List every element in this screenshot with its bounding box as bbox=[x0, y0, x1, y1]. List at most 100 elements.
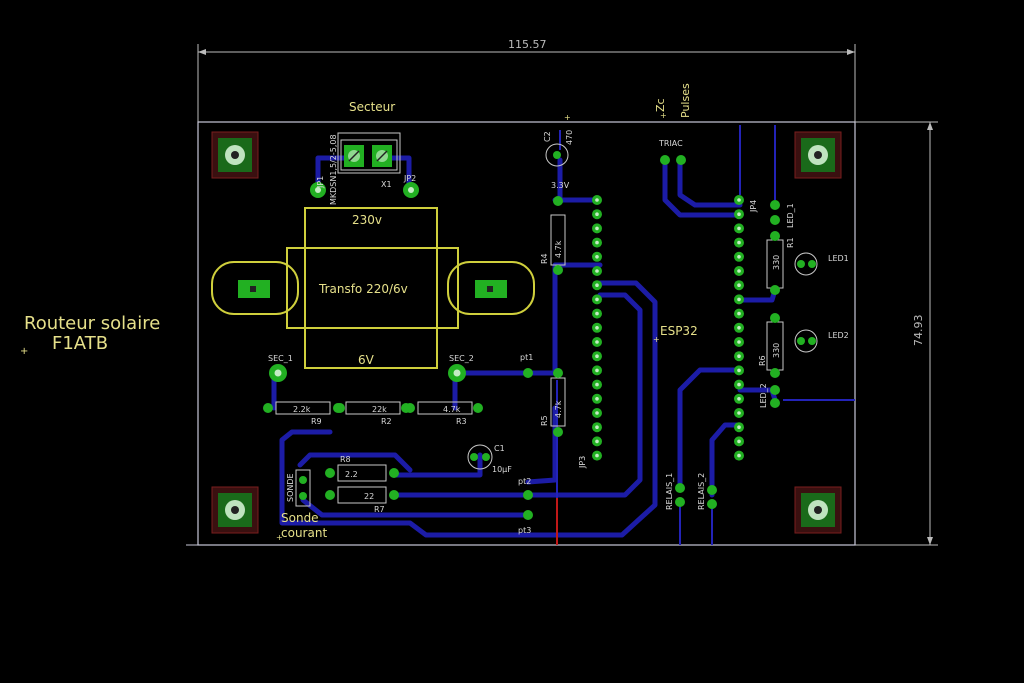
c1-value: 10µF bbox=[492, 465, 512, 474]
x1-part-label: MKDSN1,5/2-5,08 bbox=[329, 134, 338, 205]
header-pin-hole bbox=[595, 240, 599, 245]
relais2-label: RELAIS_2 bbox=[697, 473, 706, 510]
v33-label: 3.3V bbox=[551, 181, 570, 190]
jp3-label: JP3 bbox=[578, 456, 587, 469]
pt2: pt2 bbox=[518, 477, 533, 500]
header-pin-hole bbox=[737, 297, 741, 302]
led2: LED2 bbox=[794, 329, 849, 353]
jp2-label: JP2 bbox=[403, 174, 416, 183]
origin-marks: + + + + bbox=[276, 111, 667, 542]
r3-label: R3 bbox=[456, 417, 467, 426]
origin-cross: + bbox=[20, 346, 28, 357]
terminal-x1: X1 MKDSN1,5/2-5,08 bbox=[329, 132, 401, 205]
esp32-label: ESP32 bbox=[660, 324, 698, 338]
header-pin-hole bbox=[737, 340, 741, 344]
capacitor-c2: C2 470 3.3V bbox=[543, 130, 574, 190]
header-pin-hole bbox=[737, 240, 741, 245]
r7-label: R7 bbox=[374, 505, 385, 514]
header-pin-hole bbox=[737, 368, 741, 373]
secteur-label: Secteur bbox=[349, 100, 395, 114]
header-pin-hole bbox=[595, 212, 599, 216]
resistor-r8: 2.2 R8 bbox=[325, 455, 399, 482]
board-outline bbox=[197, 121, 856, 546]
sec2-label: SEC_2 bbox=[449, 354, 474, 363]
header-jp3 bbox=[592, 195, 602, 461]
relais1-connector: RELAIS_1 bbox=[665, 473, 685, 510]
led1-connector: LED_1 bbox=[770, 200, 795, 228]
header-pin-hole bbox=[737, 382, 741, 387]
resistor-r2: 22k R2 bbox=[335, 401, 411, 426]
header-pin-hole bbox=[737, 269, 741, 273]
r1-label: R1 bbox=[786, 237, 795, 248]
x1-label: X1 bbox=[381, 180, 392, 189]
c2-value: 470 bbox=[565, 130, 574, 145]
resistor-r7: 22 R7 bbox=[325, 486, 399, 514]
mounting-hole-tr bbox=[794, 131, 842, 179]
header-pin-hole bbox=[737, 439, 741, 444]
header-pin-hole bbox=[595, 340, 599, 344]
c1-label: C1 bbox=[494, 444, 505, 453]
r8-value: 2.2 bbox=[345, 470, 358, 479]
r9-value: 2.2k bbox=[293, 405, 311, 414]
transfo-label: Transfo 220/6v bbox=[318, 282, 408, 296]
transformer: Transfo 220/6v 230v 6V bbox=[211, 207, 535, 369]
header-pin-hole bbox=[737, 311, 741, 316]
header-pin-hole bbox=[737, 397, 741, 401]
pt2-label: pt2 bbox=[518, 477, 531, 486]
relais1-label: RELAIS_1 bbox=[665, 473, 674, 510]
r2-label: R2 bbox=[381, 417, 392, 426]
header-pin-hole bbox=[595, 226, 599, 231]
title-line1: Routeur solaire bbox=[24, 313, 160, 334]
header-pin-hole bbox=[595, 453, 599, 458]
header-pin-hole bbox=[595, 411, 599, 415]
r2-value: 22k bbox=[372, 405, 387, 414]
pt1-label: pt1 bbox=[520, 353, 533, 362]
header-pin-hole bbox=[595, 397, 599, 401]
sonde-courant-2: courant bbox=[281, 526, 327, 540]
svg-text:+: + bbox=[276, 533, 283, 542]
dimension-height-label: 74.93 bbox=[912, 315, 925, 347]
header-pin-hole bbox=[595, 354, 599, 359]
jp1: JP1 bbox=[310, 176, 326, 198]
svg-text:+: + bbox=[564, 113, 571, 122]
r5-label: R5 bbox=[540, 415, 549, 426]
relais2-connector: RELAIS_2 bbox=[697, 473, 717, 510]
sec1-label: SEC_1 bbox=[268, 354, 293, 363]
jp1-label: JP1 bbox=[316, 176, 325, 189]
resistor-r1: 330 R1 bbox=[766, 231, 795, 295]
mounting-hole-tl bbox=[211, 131, 259, 179]
header-pin-hole bbox=[595, 311, 599, 316]
dimension-width: 115.57 bbox=[197, 38, 856, 122]
led2-label: LED2 bbox=[828, 331, 849, 340]
header-pin-hole bbox=[737, 226, 741, 231]
r5-value: 4.7k bbox=[554, 400, 563, 418]
sec1: SEC_1 bbox=[268, 354, 293, 382]
pt3: pt3 bbox=[518, 510, 533, 535]
header-pin-hole bbox=[737, 254, 741, 259]
jp2: JP2 bbox=[403, 174, 419, 198]
zc-label: Zc bbox=[654, 98, 667, 112]
r4-value: 4.7k bbox=[554, 240, 563, 258]
header-pin-hole bbox=[737, 425, 741, 430]
pulses-label: Pulses bbox=[679, 83, 692, 118]
led1-label: LED1 bbox=[828, 254, 849, 263]
header-pin-hole bbox=[595, 254, 599, 259]
header-pin-hole bbox=[737, 411, 741, 415]
header-pin-hole bbox=[737, 453, 741, 458]
header-pin-hole bbox=[595, 326, 599, 330]
mounting-hole-br bbox=[794, 486, 842, 534]
header-pin-hole bbox=[595, 283, 599, 288]
header-pin-hole bbox=[595, 269, 599, 273]
led2-connector: LED_2 bbox=[759, 383, 780, 408]
header-pin-hole bbox=[595, 198, 599, 202]
header-pin-hole bbox=[595, 425, 599, 430]
r9-label: R9 bbox=[311, 417, 322, 426]
jp4-label: JP4 bbox=[749, 200, 758, 213]
svg-text:+: + bbox=[660, 111, 667, 120]
header-pin-hole bbox=[595, 368, 599, 373]
triac-connector: TRIAC bbox=[658, 139, 686, 165]
header-jp4 bbox=[734, 195, 744, 461]
header-pin-hole bbox=[737, 354, 741, 359]
v6-label: 6V bbox=[358, 353, 375, 367]
